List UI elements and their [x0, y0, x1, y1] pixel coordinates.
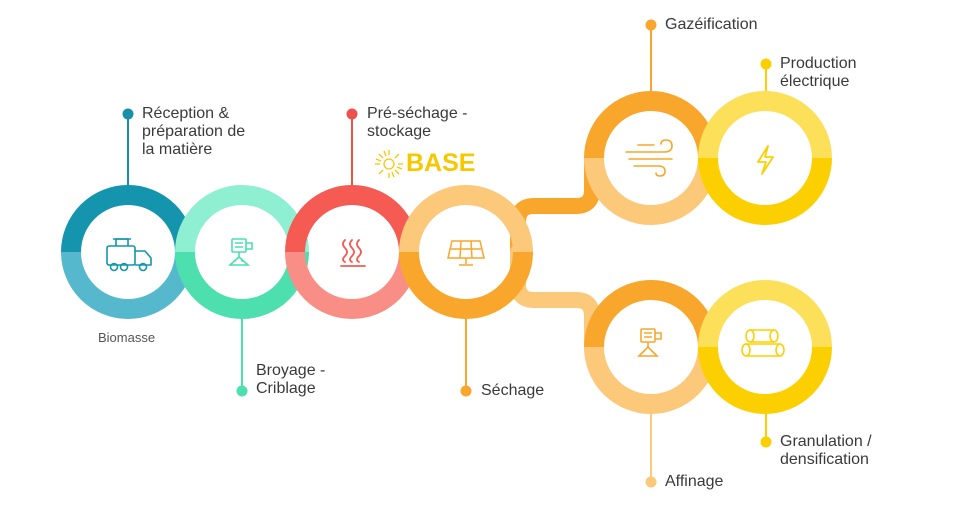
- ring-gazeification-bottom: [584, 157, 718, 225]
- label-reception: Réception & préparation de la matière: [142, 105, 245, 159]
- dot-gazeification: [645, 19, 657, 31]
- label-granulation: Granulation / densification: [780, 433, 872, 469]
- solar-panel-icon: [447, 240, 485, 266]
- base-sun-icon: [375, 150, 403, 178]
- label-granulation-line2: densification: [780, 451, 869, 468]
- dot-sechage: [460, 385, 472, 397]
- label-presechage: Pré-séchage - stockage: [367, 105, 468, 141]
- ring-sechage-bottom: [399, 251, 533, 319]
- dot-affinage: [645, 476, 657, 488]
- dot-granulation: [760, 436, 772, 448]
- ring-presechage-bottom: [285, 251, 419, 319]
- wind-icon: [625, 139, 673, 177]
- ring-granulation-top: [698, 280, 832, 348]
- label-biomasse: Biomasse: [98, 330, 156, 345]
- label-affinage: Affinage: [665, 473, 724, 490]
- base-logo-text: BASE: [406, 149, 476, 177]
- ring-presechage-top: [285, 185, 419, 253]
- label-reception-line3: la matière: [142, 141, 213, 158]
- ring-biomasse-top: [61, 185, 195, 253]
- label-production: Production électrique: [780, 55, 857, 91]
- ring-affinage-top: [584, 280, 718, 348]
- label-gazeification: Gazéification: [665, 16, 758, 33]
- label-presechage-line1: Pré-séchage -: [367, 105, 468, 122]
- label-broyage-line2: Criblage: [256, 380, 316, 397]
- label-production-line1: Production: [780, 55, 857, 72]
- dot-production: [760, 58, 772, 70]
- crusher-icon: [227, 238, 253, 266]
- lightning-icon: [757, 145, 774, 175]
- ring-affinage-bottom: [584, 346, 718, 414]
- ring-biomasse-bottom: [61, 251, 195, 319]
- heat-icon: [340, 239, 366, 267]
- pellets-icon: [741, 329, 785, 357]
- label-reception-line1: Réception &: [142, 105, 230, 122]
- ring-production-bottom: [698, 157, 832, 225]
- label-granulation-line1: Granulation /: [780, 433, 872, 450]
- label-sechage: Séchage: [481, 382, 545, 399]
- ring-production-top: [698, 91, 832, 159]
- truck-icon: [106, 238, 152, 272]
- dot-presechage: [346, 108, 358, 120]
- dot-broyage: [236, 385, 248, 397]
- label-dots: [122, 19, 772, 488]
- dot-reception: [122, 108, 134, 120]
- label-production-line2: électrique: [780, 73, 850, 90]
- label-reception-line2: préparation de: [142, 123, 246, 140]
- sieve-icon: [637, 328, 662, 357]
- label-broyage-line1: Broyage -: [256, 362, 326, 379]
- rings: [61, 91, 832, 414]
- ring-gazeification-top: [584, 91, 718, 159]
- label-broyage: Broyage - Criblage: [256, 362, 325, 398]
- label-presechage-line2: stockage: [367, 123, 432, 140]
- ring-sechage-top: [399, 185, 533, 253]
- ring-granulation-bottom: [698, 346, 832, 414]
- connector-lines: [127, 26, 767, 480]
